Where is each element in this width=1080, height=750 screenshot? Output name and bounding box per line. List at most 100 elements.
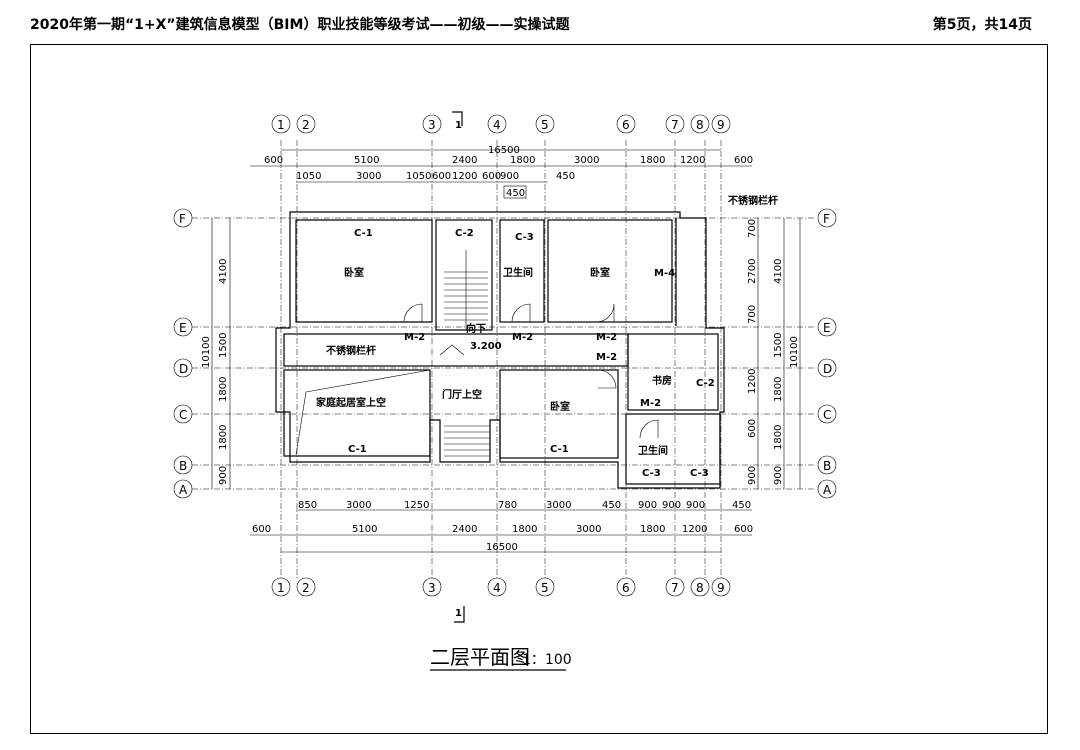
- dim-bottom-inner: 850 3000 1250 780 3000 450 900 900 900 4…: [296, 500, 752, 511]
- dim-top-outer-4: 1800: [510, 155, 535, 166]
- dim-bottom-inner-5: 3000: [546, 500, 571, 511]
- axis-bubble-top-2: 2: [302, 118, 310, 132]
- dim-bottom-inner-7: 900: [638, 500, 657, 511]
- axis-bubble-left-C: C: [179, 408, 187, 422]
- dim-right: 700 2700 700 1200 600 900 4100 1500 1800…: [747, 218, 801, 489]
- axis-bubble-right-F: F: [823, 212, 830, 226]
- section-mark-top: 1: [455, 120, 462, 131]
- axis-bubble-left-F: F: [179, 212, 186, 226]
- window-tag-c3-bottom-1: C-3: [642, 468, 661, 479]
- dim-top-outer-5: 3000: [574, 155, 599, 166]
- door-tag-m2-2: M-2: [512, 332, 533, 343]
- window-tag-c3-top: C-3: [515, 232, 534, 243]
- axis-bubble-bottom-4: 4: [493, 581, 501, 595]
- dim-bottom-total: 16500: [486, 542, 518, 553]
- dim-bottom-outer-5: 3000: [576, 524, 601, 535]
- axis-bubble-left-E: E: [179, 321, 187, 335]
- dim-bottom-inner-2: 3000: [346, 500, 371, 511]
- dim-bottom-inner-9: 900: [686, 500, 705, 511]
- dim-bottom-outer-7: 1200: [682, 524, 707, 535]
- dim-left-total: 10100: [201, 336, 212, 368]
- axis-bubble-bottom-2: 2: [302, 581, 310, 595]
- header-title: 2020年第一期“1+X”建筑信息模型（BIM）职业技能等级考试——初级——实操…: [30, 17, 570, 33]
- dim-top-inner-7: 900: [500, 171, 519, 182]
- drawing-title-block: 二层平面图 1：100: [430, 645, 572, 671]
- dim-top-outer-8: 600: [734, 155, 753, 166]
- door-tag-m4: M-4: [654, 268, 675, 279]
- window-tag-c3-bottom-2: C-3: [690, 468, 709, 479]
- dim-left-3: 1800: [218, 377, 229, 402]
- dim-top-inner-2: 3000: [356, 171, 381, 182]
- axis-bubble-top-9: 9: [717, 118, 725, 132]
- section-mark-bottom: 1: [455, 608, 462, 619]
- dim-top-inner-4: 600: [432, 171, 451, 182]
- room-void-living: 家庭起居室上空: [316, 396, 386, 409]
- drawing-title: 二层平面图: [430, 645, 530, 669]
- axis-bubble-right-C: C: [823, 408, 831, 422]
- dim-right-outer-2: 1500: [773, 333, 784, 358]
- row-axis-bubbles-right: F E D C B A: [817, 208, 837, 499]
- dim-bottom-inner-6: 450: [602, 500, 621, 511]
- axis-bubble-top-4: 4: [493, 118, 501, 132]
- dim-right-inner-3: 700: [747, 305, 758, 324]
- dim-right-inner-4: 1200: [747, 369, 758, 394]
- room-bathroom-1: 卫生间: [503, 266, 533, 279]
- axis-bubble-bottom-1: 1: [277, 581, 285, 595]
- dim-right-outer-1: 4100: [773, 259, 784, 284]
- axis-bubble-top-8: 8: [696, 118, 704, 132]
- axis-bubble-right-B: B: [823, 459, 831, 473]
- dim-bottom-outer-4: 1800: [512, 524, 537, 535]
- door-tag-m2-5: M-2: [640, 398, 661, 409]
- dim-right-total: 10100: [789, 336, 800, 368]
- dim-top-total: 16500: [488, 145, 520, 156]
- door-tag-m2-1: M-2: [404, 332, 425, 343]
- col-axis-bubbles-top: 1 2 3 4 5 6 7 8 9: [271, 114, 731, 134]
- axis-bubble-bottom-8: 8: [696, 581, 704, 595]
- dim-top-inner-8: 450: [556, 171, 575, 182]
- door-tag-m2-4: M-2: [596, 352, 617, 363]
- dim-top-outer-2: 5100: [354, 155, 379, 166]
- dim-right-outer-5: 900: [773, 466, 784, 485]
- dim-top-inner: 1050 3000 1050 600 1200 600 900 450 450: [296, 171, 575, 199]
- room-void-hall: 门厅上空: [442, 388, 482, 401]
- axis-bubble-right-E: E: [823, 321, 831, 335]
- dim-left-2: 1500: [218, 333, 229, 358]
- window-tag-c1-top: C-1: [354, 228, 373, 239]
- stair: [444, 250, 490, 457]
- dim-bottom-outer-8: 600: [734, 524, 753, 535]
- window-tag-c1-bottom-left: C-1: [348, 444, 367, 455]
- dim-top-inner-6: 600: [482, 171, 501, 182]
- room-bedroom-2: 卧室: [590, 266, 610, 279]
- row-axis-bubbles-left: F E D C B A: [173, 208, 193, 499]
- dim-bottom-outer-2: 5100: [352, 524, 377, 535]
- label-rail-1: 不锈钢栏杆: [326, 344, 376, 357]
- axis-bubble-bottom-7: 7: [671, 581, 679, 595]
- page-number: 第5页，共14页: [932, 17, 1032, 33]
- dim-bottom-inner-10: 450: [732, 500, 751, 511]
- axis-bubble-bottom-9: 9: [717, 581, 725, 595]
- dim-bottom-inner-4: 780: [498, 500, 517, 511]
- axis-bubble-top-1: 1: [277, 118, 285, 132]
- axis-bubble-right-A: A: [823, 483, 832, 497]
- axis-bubble-bottom-3: 3: [428, 581, 436, 595]
- label-elevation: 3.200: [470, 341, 502, 352]
- dim-right-outer-4: 1800: [773, 425, 784, 450]
- axis-bubble-left-D: D: [179, 362, 188, 376]
- dim-top-outer-6: 1800: [640, 155, 665, 166]
- section-marks: 1 1: [452, 111, 465, 623]
- dim-top-outer-7: 1200: [680, 155, 705, 166]
- dim-top-outer: 600 5100 2400 1800 3000 1800 1200 600 16…: [250, 145, 753, 167]
- axis-bubble-top-5: 5: [541, 118, 549, 132]
- room-bedroom-1: 卧室: [344, 266, 364, 279]
- walls: [275, 211, 725, 489]
- drawing-scale: 1：100: [522, 652, 572, 668]
- axis-bubble-top-3: 3: [428, 118, 436, 132]
- dim-bottom-inner-3: 1250: [404, 500, 429, 511]
- dim-bottom-outer-1: 600: [252, 524, 271, 535]
- dim-right-inner-2: 2700: [747, 259, 758, 284]
- dim-bottom-inner-8: 900: [662, 500, 681, 511]
- dim-right-inner-1: 700: [747, 219, 758, 238]
- room-study: 书房: [652, 374, 672, 387]
- axis-bubble-top-6: 6: [622, 118, 630, 132]
- dim-bottom-outer-3: 2400: [452, 524, 477, 535]
